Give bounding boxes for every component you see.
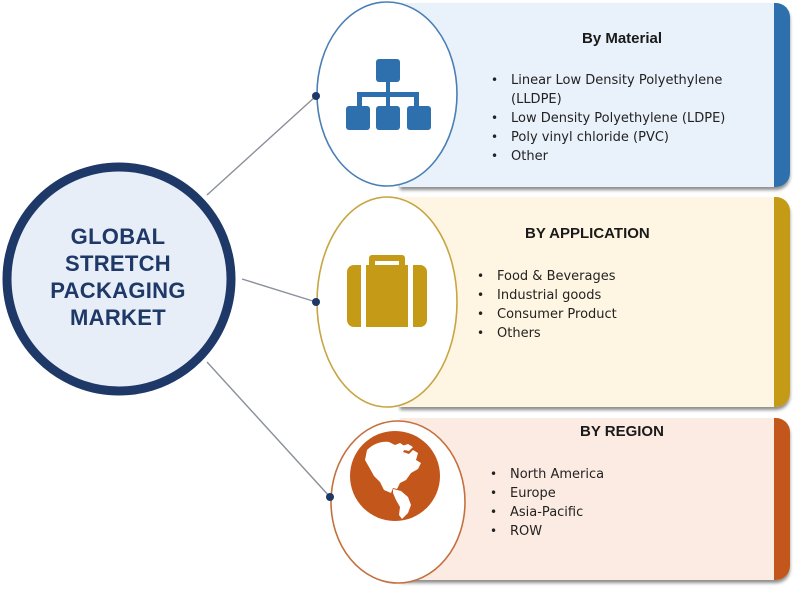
list-item: Food & Beverages (477, 267, 737, 286)
node-dot-application (312, 298, 320, 306)
center-title-line: STRETCH (65, 251, 171, 276)
list-item: Industrial goods (477, 286, 737, 305)
list-item: Low Density Polyethylene (LDPE) (491, 109, 771, 128)
panel-accent-edge (774, 3, 790, 187)
list-item: ROW (490, 522, 750, 541)
center-circle (2, 162, 236, 396)
list-item: Asia-Pacific (490, 503, 750, 522)
list-item: Poly vinyl chloride (PVC) (491, 128, 771, 147)
segment-list-application: Food & Beverages Industrial goods Consum… (475, 267, 737, 343)
segment-title-material: By Material (582, 30, 663, 47)
list-item: North America (490, 465, 750, 484)
connector-material (206, 95, 317, 196)
segment-panel-material: By Material Linear Low Density Polyethyl… (400, 3, 790, 187)
connector-application (241, 278, 317, 303)
list-item: Consumer Product (477, 305, 737, 324)
segment-panel-application: BY APPLICATION Food & Beverages Industri… (400, 197, 790, 407)
node-dot-material (312, 92, 320, 100)
center-title-line: GLOBAL (70, 224, 166, 249)
panel-accent-edge (774, 197, 790, 407)
segment-list-region: North America Europe Asia-Pacific ROW (488, 465, 750, 541)
center-title: GLOBAL STRETCH PACKAGING MARKET (3, 223, 233, 331)
center-title-line: PACKAGING (50, 278, 186, 303)
list-item: Linear Low Density Polyethylene (LLDPE) (491, 71, 771, 109)
node-dot-region (326, 493, 334, 501)
list-item: Others (477, 324, 737, 343)
list-item: Europe (490, 484, 750, 503)
globe-icon (350, 431, 440, 521)
briefcase-icon (347, 255, 427, 327)
segment-list-material: Linear Low Density Polyethylene (LLDPE) … (489, 71, 771, 166)
segment-title-application: BY APPLICATION (525, 225, 650, 242)
center-title-line: MARKET (70, 305, 166, 330)
connector-region (206, 361, 331, 498)
list-item: Other (491, 147, 771, 166)
hierarchy-icon (346, 59, 431, 130)
segment-title-region: BY REGION (580, 423, 664, 440)
panel-accent-edge (774, 418, 790, 580)
